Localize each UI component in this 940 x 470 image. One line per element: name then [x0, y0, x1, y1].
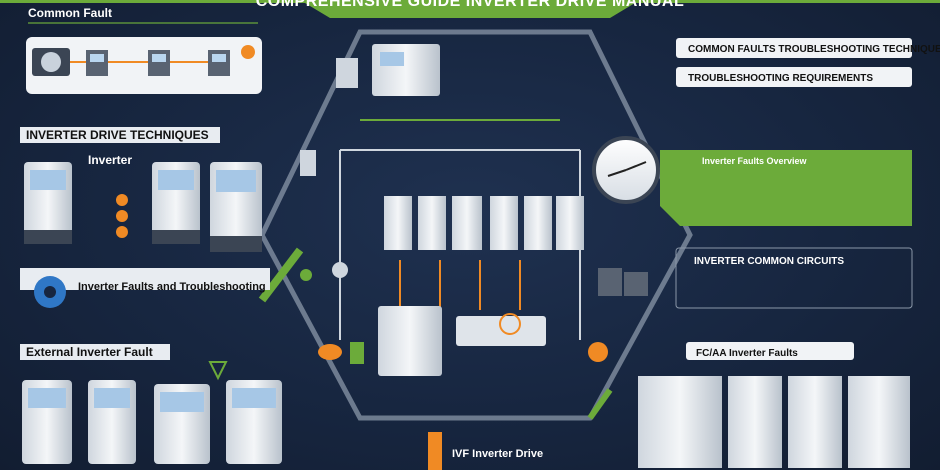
- external-fault-section: External Inverter Fault: [20, 344, 282, 464]
- inverter-unit: [210, 162, 262, 252]
- drive-module-icon: [86, 50, 108, 76]
- page-title: COMPREHENSIVE GUIDE INVERTER DRIVE MANUA…: [256, 0, 685, 10]
- inverter-unit: [24, 162, 72, 244]
- orange-connector: [588, 342, 608, 362]
- title-banner: COMPREHENSIVE GUIDE INVERTER DRIVE MANUA…: [0, 0, 940, 18]
- shootout-heading-bar: [676, 67, 912, 87]
- status-dot: [241, 45, 255, 59]
- faults-heading: Inverter Faults and Troubleshooting: [78, 281, 266, 293]
- bottom-caption-text: IVF Inverter Drive: [452, 448, 543, 460]
- bottom-caption: IVF Inverter Drive: [428, 432, 543, 470]
- techniques-heading: INVERTER DRIVE TECHNIQUES: [26, 128, 209, 142]
- external-heading-bar: [20, 344, 170, 360]
- inverter-unit: [226, 380, 282, 464]
- inverter-unit: [152, 162, 200, 244]
- shootout-heading: TROUBLESHOOTING REQUIREMENTS: [688, 73, 873, 84]
- breaker-block: [336, 58, 358, 88]
- contactor: [598, 268, 622, 296]
- inverter-label: Inverter: [88, 153, 132, 167]
- troubleshooting-heading: COMMON FAULTS TROUBLESHOOTING TECHNIQUES: [688, 44, 940, 55]
- shield-icon: [208, 361, 228, 381]
- troubleshooting-heading-bar: [676, 38, 912, 58]
- gear-icon: [34, 276, 66, 308]
- common-fault-panel: [26, 37, 262, 94]
- green-indicator: [350, 342, 364, 364]
- common-fault-section: Common Fault: [26, 6, 262, 94]
- techniques-section: INVERTER DRIVE TECHNIQUES Inverter: [20, 127, 262, 252]
- common-fault-heading: Common Fault: [28, 6, 112, 20]
- green-info-panel: [660, 150, 912, 226]
- common-circuits-panel: [675, 247, 913, 309]
- power-module: [378, 306, 442, 376]
- status-dot: [116, 210, 128, 222]
- inverter-faults-heading: FC/AA Inverter Faults: [696, 348, 798, 359]
- faults-troubleshooting-section: Inverter Faults and Troubleshooting: [20, 268, 270, 308]
- wiring-diagram: [300, 44, 648, 376]
- drive-module-icon: [148, 50, 170, 76]
- drive-module-row: [384, 196, 584, 250]
- techniques-heading-bar: [20, 127, 220, 143]
- contactor: [624, 272, 648, 296]
- main-control-unit: [372, 44, 440, 96]
- inverter-unit: [88, 380, 136, 464]
- faults-heading-bar: [20, 268, 270, 290]
- right-panels: COMMON FAULTS TROUBLESHOOTING TECHNIQUES…: [638, 38, 940, 468]
- drive-module-icon: [208, 50, 230, 76]
- inverter-unit: [154, 384, 210, 464]
- meter-icon: [32, 48, 70, 76]
- cabinet-row: [638, 376, 910, 468]
- external-heading: External Inverter Fault: [26, 345, 153, 359]
- orange-connector: [318, 344, 342, 360]
- status-dot: [116, 226, 128, 238]
- gauge-icon: [592, 136, 660, 204]
- inverter-unit: [22, 380, 72, 464]
- terminal-block: [456, 316, 546, 346]
- inverter-faults-heading-bar: [686, 342, 854, 360]
- green-panel-heading: Inverter Faults Overview: [702, 156, 808, 166]
- status-dot: [116, 194, 128, 206]
- common-circuits-heading: INVERTER COMMON CIRCUITS: [694, 256, 844, 267]
